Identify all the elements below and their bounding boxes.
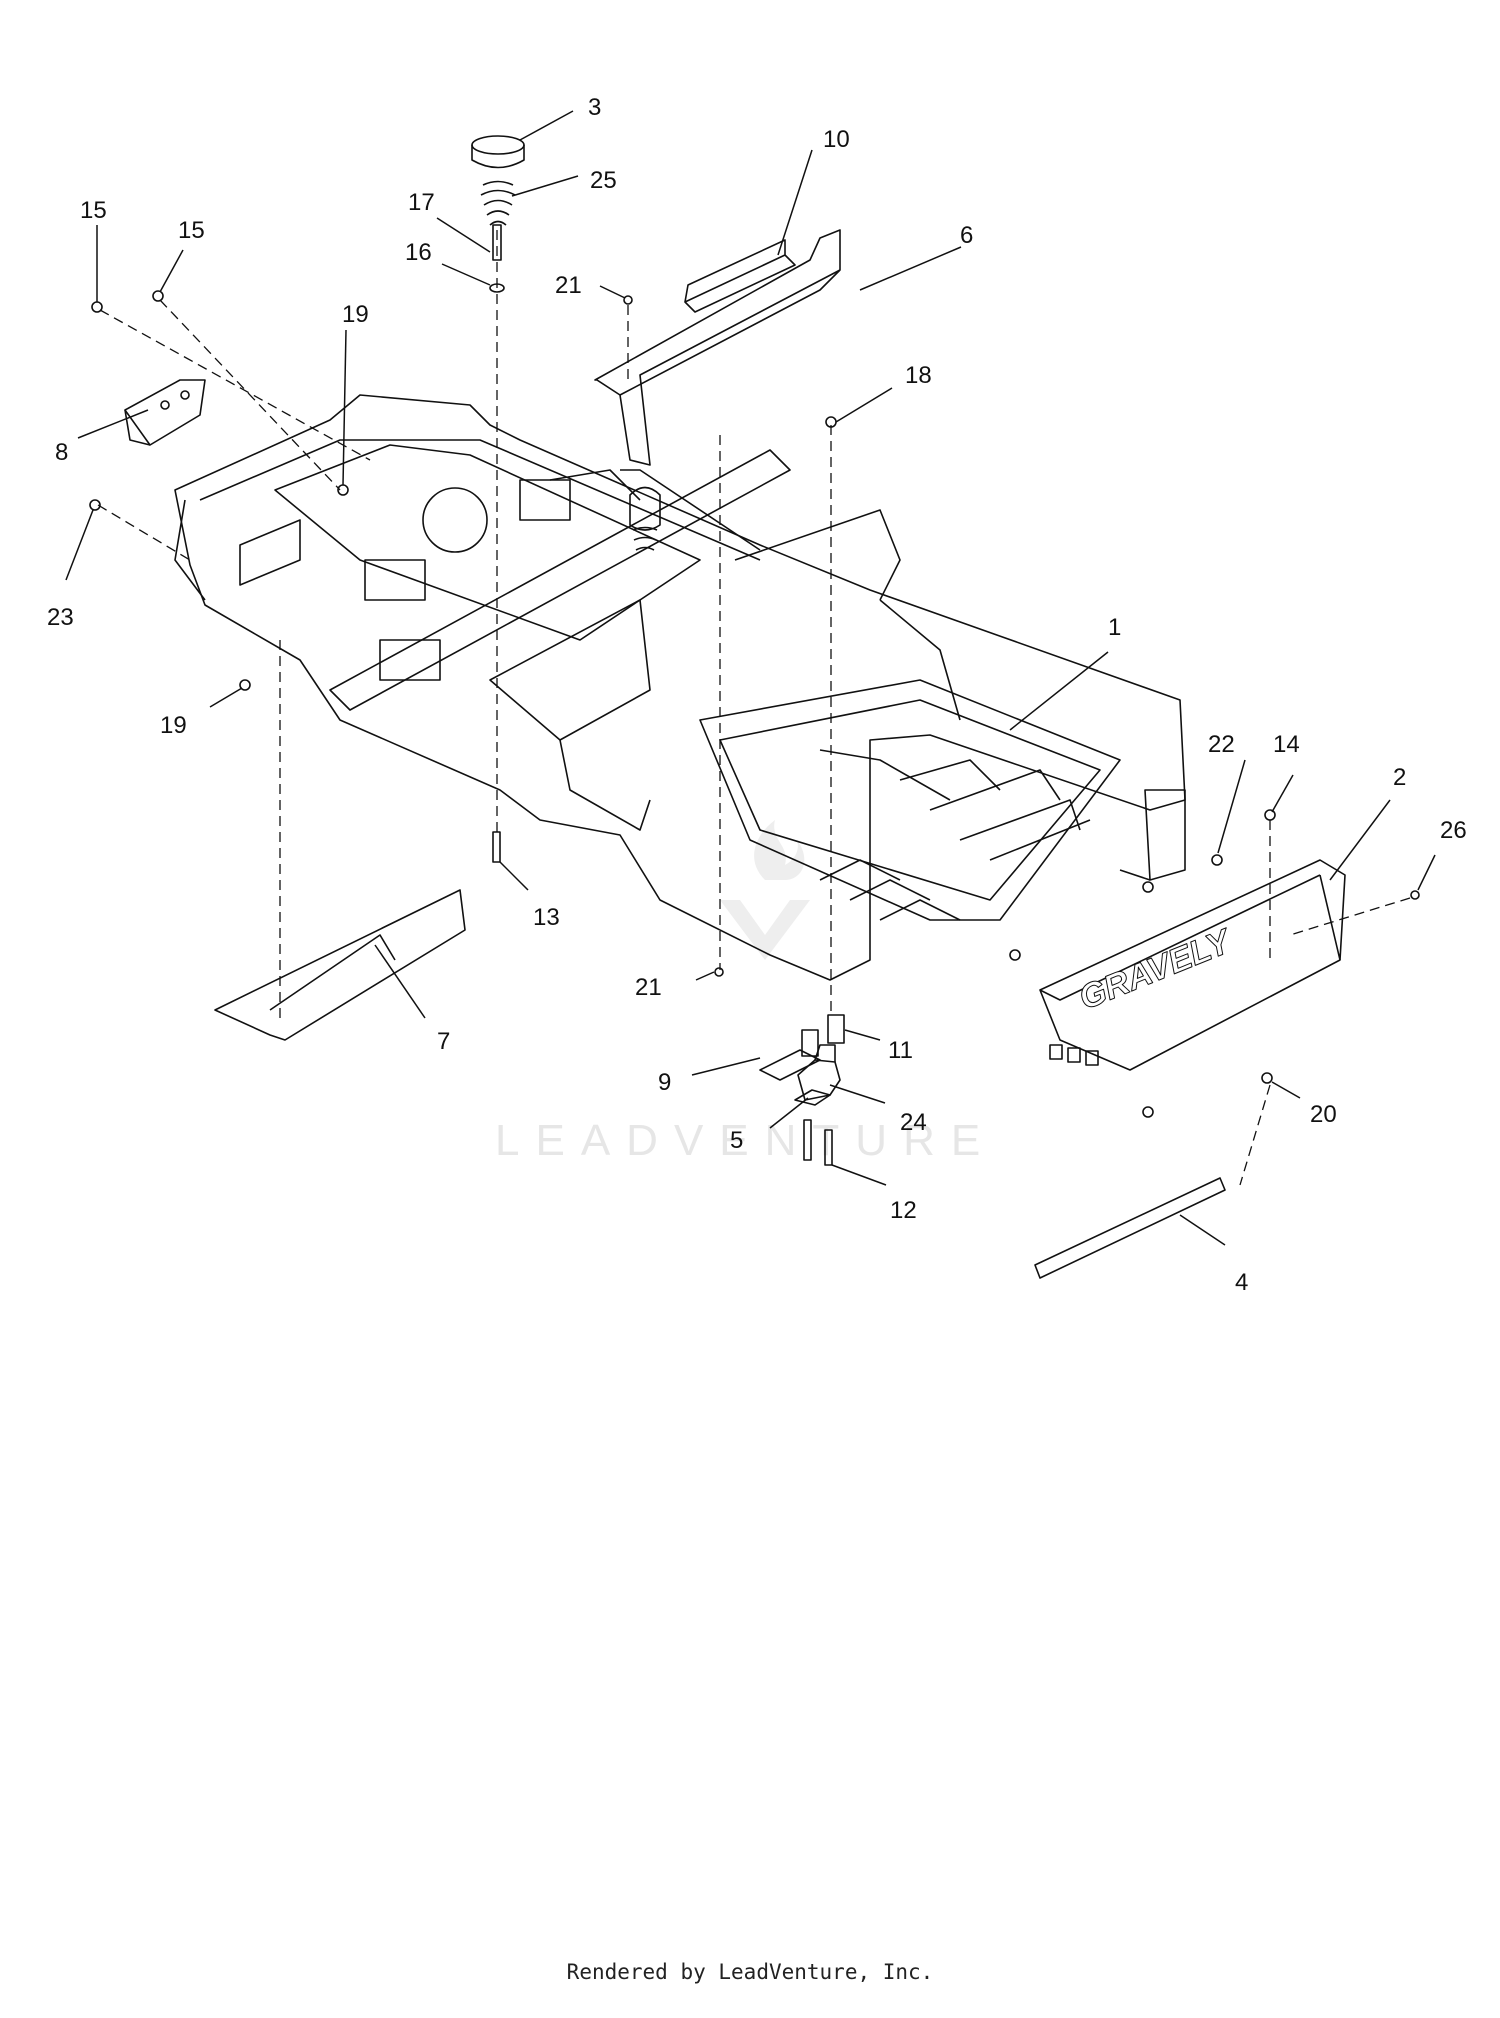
bolt-15b	[152, 290, 164, 302]
spacer-small	[801, 1029, 819, 1057]
footer-credit: Rendered by LeadVenture, Inc.	[566, 1960, 934, 1984]
callout-leaders	[65, 110, 1436, 1246]
callout-25: 25	[590, 167, 617, 194]
callout-8: 8	[55, 439, 68, 466]
callout-2: 2	[1393, 764, 1406, 791]
bracket-part-7	[214, 889, 466, 1041]
callout-15a: 15	[80, 197, 107, 224]
bumper-part-3	[471, 135, 525, 169]
callout-23: 23	[47, 604, 74, 631]
bolt-part-12	[803, 1119, 812, 1161]
bolt-part-12b	[824, 1129, 833, 1166]
callout-21b: 21	[635, 974, 662, 1001]
callout-18: 18	[905, 362, 932, 389]
callout-21a: 21	[555, 272, 582, 299]
callout-20: 20	[1310, 1101, 1337, 1128]
callout-6: 6	[960, 222, 973, 249]
callout-1: 1	[1108, 614, 1121, 641]
callout-13: 13	[533, 904, 560, 931]
callout-7: 7	[437, 1028, 450, 1055]
assembly-lines	[97, 230, 1411, 1186]
watermark-text: LEADVENTURE	[495, 1116, 996, 1165]
strip-part-10	[684, 239, 796, 313]
top-panel-part-6	[594, 229, 841, 466]
nut-20	[1261, 1072, 1273, 1084]
pin-part-17	[492, 224, 502, 261]
callout-numbers: 1 2 3 4 5 6 7 8 9 10 11 12 13 14 15 15 1…	[47, 94, 1467, 1296]
callout-5: 5	[730, 1127, 743, 1154]
callout-10: 10	[823, 126, 850, 153]
screw-21b	[714, 967, 724, 977]
shim-part-9	[759, 1049, 821, 1081]
plate-part-4	[1034, 1177, 1226, 1279]
callout-16: 16	[405, 239, 432, 266]
frame-part-1	[174, 394, 1186, 981]
callout-12: 12	[890, 1197, 917, 1224]
callout-19b: 19	[160, 712, 187, 739]
nut-22	[1211, 854, 1223, 866]
nut-19b	[239, 679, 251, 691]
nut-loose-c	[1142, 1106, 1154, 1118]
callout-14: 14	[1273, 731, 1300, 758]
bolt-loose-b	[1009, 949, 1021, 961]
bracket-part-8	[124, 379, 206, 446]
watermark: LEADVENTURE	[495, 820, 996, 1165]
nut-23	[89, 499, 101, 511]
callout-26: 26	[1440, 817, 1467, 844]
callout-3: 3	[588, 94, 601, 121]
callout-17: 17	[408, 189, 435, 216]
callout-4: 4	[1235, 1269, 1248, 1296]
spacer-part-11	[827, 1014, 845, 1044]
callout-11: 11	[888, 1037, 913, 1064]
screw-26	[1410, 890, 1420, 900]
front-bar-part-2: GRAVELY	[1039, 859, 1346, 1071]
bolt-loose-a	[1142, 881, 1154, 893]
spring-part-25	[480, 180, 516, 226]
callout-24: 24	[900, 1109, 927, 1136]
callout-22: 22	[1208, 731, 1235, 758]
callout-19a: 19	[342, 301, 369, 328]
screw-21a	[623, 295, 633, 305]
callout-15b: 15	[178, 217, 205, 244]
bolt-14	[1264, 809, 1276, 821]
washer-part-5	[794, 1089, 831, 1106]
callout-9: 9	[658, 1069, 671, 1096]
bolt-13	[492, 831, 501, 863]
